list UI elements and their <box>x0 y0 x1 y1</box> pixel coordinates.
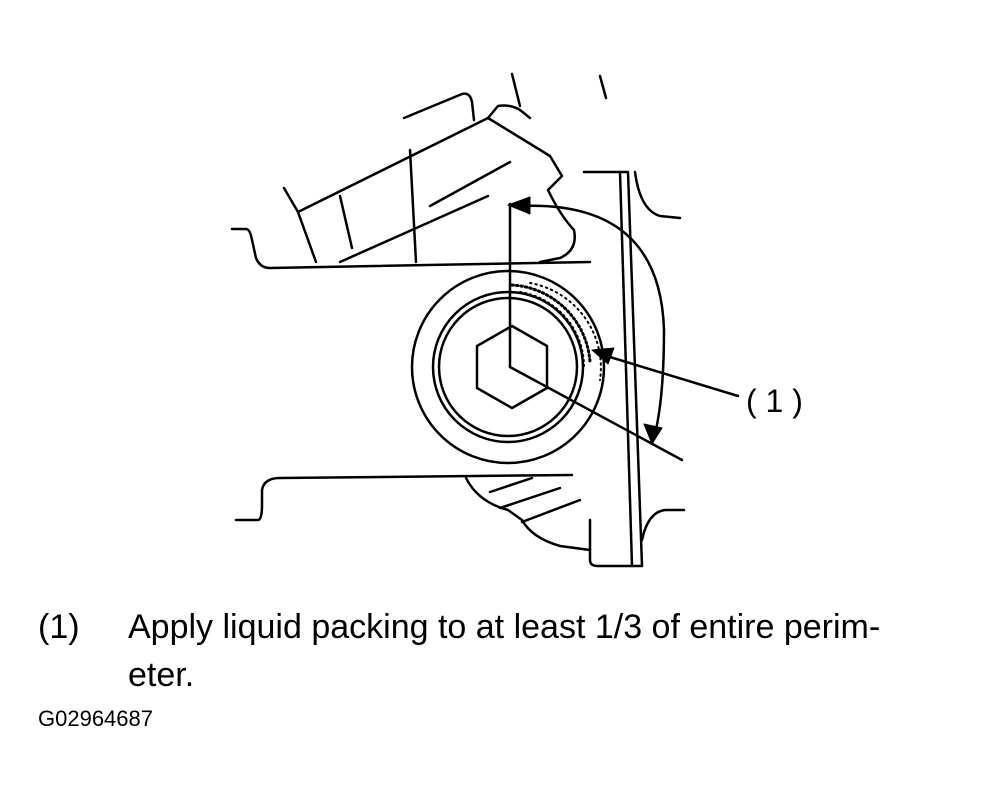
figure-id: G02964687 <box>38 706 153 731</box>
upper-block <box>296 116 576 264</box>
upper-block-tab <box>402 92 476 122</box>
reference-line-diagonal <box>508 365 684 462</box>
upper-block-cutline-1 <box>282 186 300 214</box>
callout-leader-arrow <box>591 347 615 365</box>
lower-rib <box>464 476 592 552</box>
plug-inner-ring <box>437 296 579 438</box>
plate-inner-line <box>618 170 634 568</box>
plug-outer-ring <box>410 269 606 465</box>
caption-line-2: eter. <box>128 656 195 694</box>
technical-illustration: ( 1 ) <box>230 72 803 568</box>
upper-block-face <box>296 210 318 264</box>
angle-arrow-top <box>507 196 531 215</box>
upper-block-hatch-1 <box>338 194 354 250</box>
liquid-packing-band <box>510 283 592 364</box>
plate-right-edge-lower <box>640 508 686 542</box>
lower-rib-hatch-1 <box>488 476 534 494</box>
hex-socket <box>475 324 549 410</box>
angle-arc <box>518 204 666 440</box>
liquid-packing-band-2 <box>519 291 585 367</box>
angle-arrow-bottom <box>643 423 663 445</box>
housing-lower-left <box>234 473 574 522</box>
upper-block-hatch-4 <box>428 160 512 208</box>
diagram-svg: ( 1 ) <box>230 72 803 568</box>
caption-line-1: Apply liquid packing to at least 1/3 of … <box>128 608 881 646</box>
upper-block-hatch-3 <box>408 148 418 264</box>
caption-number: (1) <box>38 608 80 646</box>
callout-leader-line <box>598 352 740 398</box>
lower-rib-hatch-3 <box>520 498 582 524</box>
upper-block-cutline-2 <box>510 72 522 108</box>
lower-rib-hatch-2 <box>498 486 562 510</box>
liquid-packing-band-3 <box>529 282 602 381</box>
caption-text: Apply liquid packing to at least 1/3 of … <box>128 603 988 699</box>
plug-middle-ring <box>431 290 585 444</box>
vertical-plate <box>582 170 644 568</box>
plate-right-edge-upper <box>633 170 682 220</box>
upper-block-edge <box>486 104 532 120</box>
callout-label: ( 1 ) <box>746 383 803 419</box>
upper-block-cutline-3 <box>598 74 608 100</box>
housing-upper-left <box>230 227 592 270</box>
